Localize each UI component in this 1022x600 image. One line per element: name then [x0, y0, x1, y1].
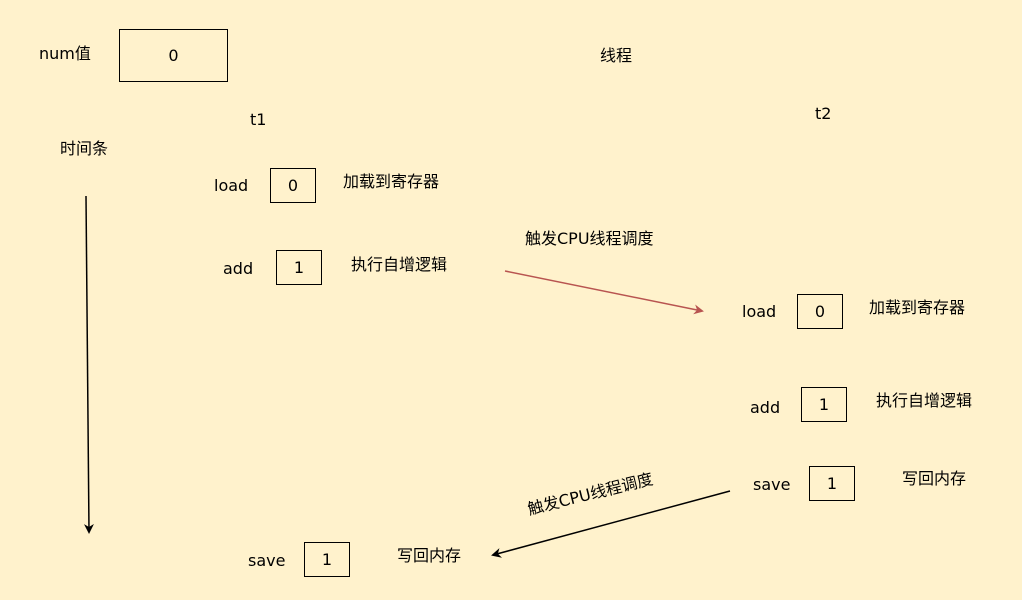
t2-save-op: save [753, 475, 791, 494]
t1-add-op: add [223, 259, 254, 278]
t1-load-value-box: 0 [270, 168, 316, 203]
timeline-label: 时间条 [60, 139, 109, 158]
t1-save-op: save [248, 551, 286, 570]
t2-save-value-box: 1 [809, 466, 855, 501]
t1-add-desc: 执行自增逻辑 [351, 255, 448, 274]
t1-add-value-box: 1 [276, 250, 322, 285]
t2-add-desc: 执行自增逻辑 [876, 391, 973, 410]
num-value-box: 0 [119, 29, 228, 82]
t2-add-value-box: 1 [801, 387, 847, 422]
t2-save-desc: 写回内存 [902, 469, 967, 488]
t2-add-op: add [750, 398, 781, 417]
t1-save-value-box: 1 [304, 542, 350, 577]
t2-label: t2 [815, 104, 832, 123]
switch-to-t1-label: 触发CPU线程调度 [525, 469, 655, 519]
num-label: num值 [39, 44, 91, 63]
t2-load-desc: 加载到寄存器 [869, 298, 966, 317]
t2-load-value-box: 0 [797, 294, 843, 329]
t1-load-op: load [214, 176, 249, 195]
switch-to-t2-arrow [504, 270, 704, 315]
t1-save-desc: 写回内存 [397, 546, 462, 565]
t1-load-desc: 加载到寄存器 [343, 172, 440, 191]
thread-title: 线程 [600, 46, 633, 65]
switch-to-t2-label: 触发CPU线程调度 [525, 229, 654, 248]
t2-load-op: load [742, 302, 777, 321]
t1-label: t1 [250, 110, 267, 129]
timeline-arrow [83, 195, 94, 534]
